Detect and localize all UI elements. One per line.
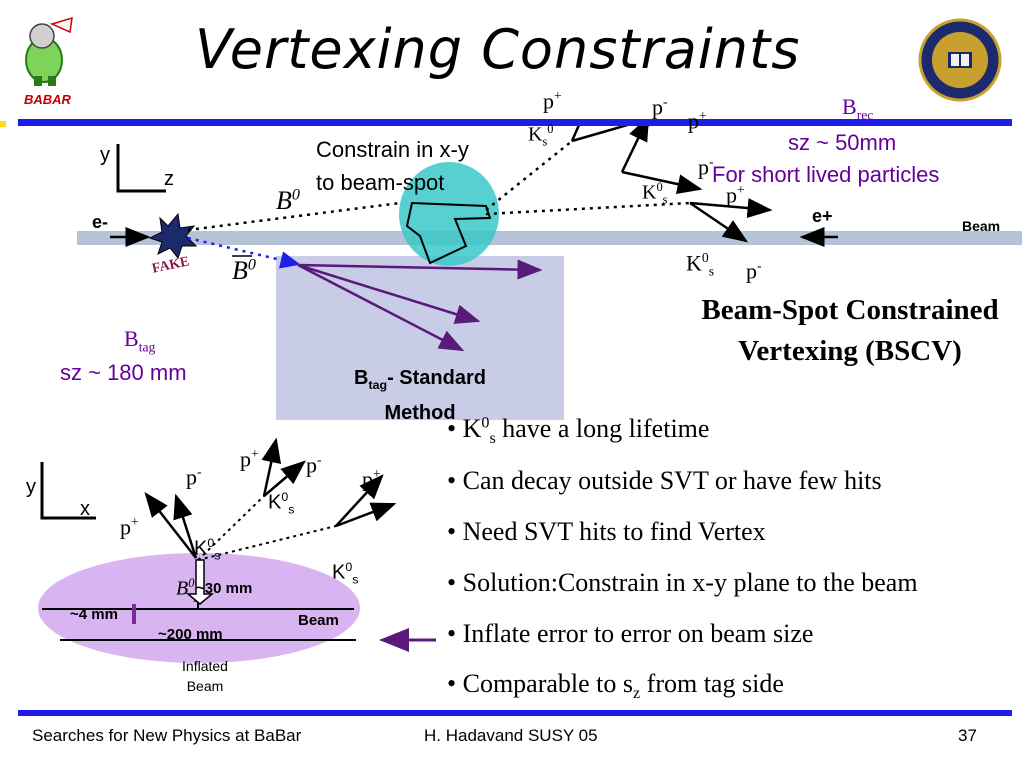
p-plus-bottom-c: p+ [120,514,139,540]
bullet-4: • Inflate error to error on beam size [447,619,814,648]
bullet-2: • Need SVT hits to find Vertex [447,517,766,546]
constrain-label-line2: to beam-spot [316,170,445,195]
p-plus-top-3: p+ [726,182,745,208]
footer-left: Searches for New Physics at BaBar [32,726,302,745]
p-plus-bottom-b: p+ [362,466,381,492]
b0-label: B0 [276,186,300,215]
p-minus-bottom-b: p- [306,452,322,478]
b-decay-arrow [185,559,215,605]
page-number: 37 [958,726,977,745]
k0s-top-2: K0s [642,180,668,207]
k0s-bottom-c: K0s [332,560,359,587]
bscv-title: Beam-Spot Constrained Vertexing (BSCV) [701,294,999,367]
axis-label-z-top: z [164,168,174,190]
btag-box-label: Btag- Standard Method [354,367,486,424]
b0-size-label: ~30 mm [196,580,253,597]
p-plus-top-2: p+ [688,108,707,134]
university-seal-logo [918,18,1002,102]
page-title: Vertexing Constraints [195,18,801,81]
header-divider [18,119,1012,126]
btag-sigma: sz ~ 180 mm [60,360,187,385]
beam-label-bottom: Beam [298,612,339,629]
beam-label-top: Beam [962,218,1001,234]
brec-label: Brec [842,94,874,123]
p-minus-top-2: p- [698,154,714,180]
p-minus-top-3: p- [746,258,762,284]
babar-mascot-logo [12,10,82,92]
top-diagram [77,126,1022,420]
e-plus-label: e+ [812,206,833,226]
p-plus-top-1: p+ [543,88,562,114]
axis-label-x-bottom: x [80,498,90,520]
b0-bottom-label: B0 [176,576,195,600]
k0s-top-3: K0s [686,250,715,279]
brec-sigma: sz ~ 50mm [788,130,897,155]
k0s-bottom-a: K0s [268,490,295,517]
btag-label: Btag [124,326,156,355]
axis-label-y-bottom: y [26,476,36,498]
footer-divider [18,710,1012,716]
bullet-1: • Can decay outside SVT or have few hits [447,466,882,495]
babar-logo-text: BABAR [24,92,71,107]
b0bar-label: B0 [232,256,256,285]
footer-center: H. Hadavand SUSY 05 [424,726,598,745]
constrain-label-line1: Constrain in x-y [316,137,469,162]
beam-spot [399,162,499,266]
p-minus-top-1: p- [652,94,668,120]
beam-pipe [77,231,1022,245]
collision-star [148,212,198,260]
p-plus-bottom-a: p+ [240,446,259,472]
e-minus-label: e- [92,212,109,232]
btag-method-box [276,256,564,420]
k0s-top-1: Ks0 [528,122,554,149]
p-minus-bottom-a: p- [186,464,202,490]
short-lived-note: For short lived particles [712,162,940,187]
bullet-5: • Comparable to sz from tag side [447,669,784,703]
bullet-3: • Solution:Constrain in x-y plane to the… [447,568,918,597]
bullet-0: • K0s have a long lifetime [447,414,710,448]
width-4-label: ~4 mm [70,606,118,623]
width-200-label: ~200 mm [158,626,223,643]
bottom-diagram [38,437,436,663]
header-marker [0,121,6,127]
k0s-bottom-b: K0s [194,536,221,563]
axis-label-y-top: y [100,144,110,166]
